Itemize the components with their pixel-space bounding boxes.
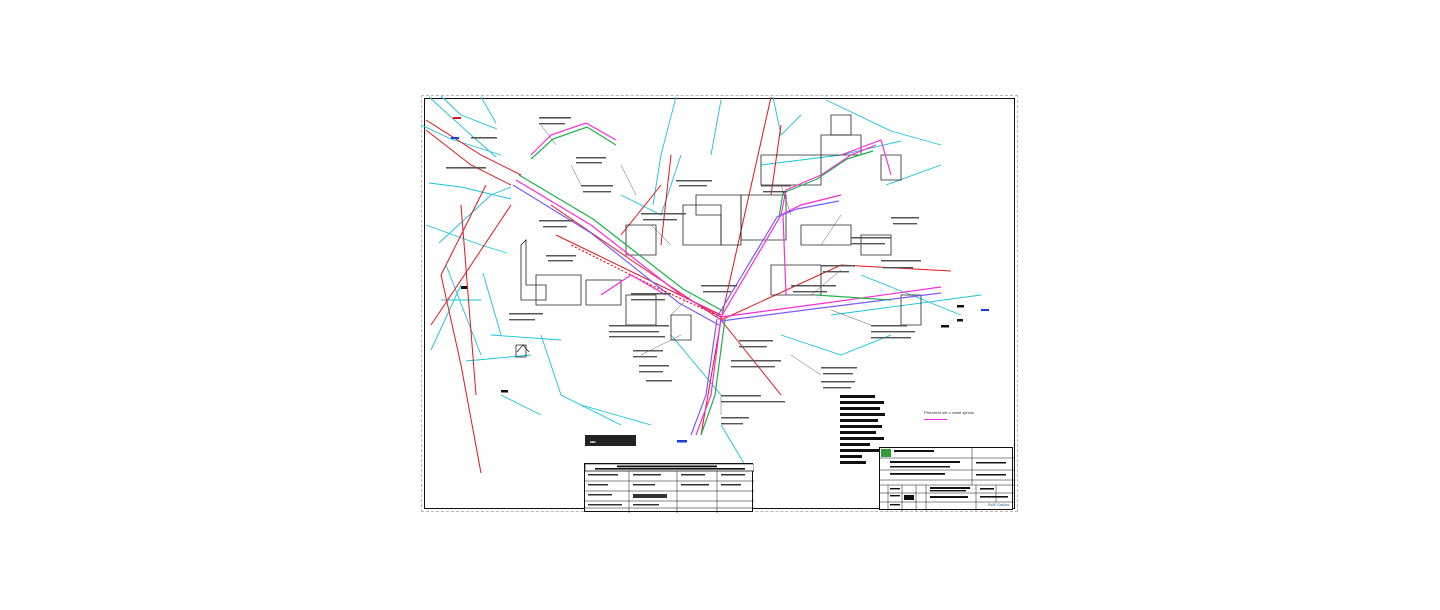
revision-table xyxy=(584,463,755,513)
gas-mains xyxy=(512,122,942,436)
annotation-leaders xyxy=(540,124,872,415)
annotation-labels xyxy=(446,117,921,425)
title-logo-icon xyxy=(881,449,891,457)
road-lines xyxy=(425,96,952,474)
marker-symbols xyxy=(451,117,989,443)
legend-blocks xyxy=(840,395,885,464)
title-block: RWE GasNet xyxy=(879,447,1014,511)
company-logo-text: MBG xyxy=(590,440,596,444)
gas-main-legend-line xyxy=(924,419,947,421)
utility-site-plan xyxy=(421,95,989,476)
footer-logo: RWE GasNet xyxy=(988,503,1009,507)
revision-table-grid xyxy=(584,463,755,513)
north-arrow-icon xyxy=(516,344,530,353)
company-name-bar xyxy=(894,450,934,452)
title-block-grid xyxy=(880,448,1014,511)
legend-note: Přeložení sítí v místě sjezdu xyxy=(924,410,975,415)
title-company xyxy=(894,450,934,455)
company-logo: MBG xyxy=(585,435,636,446)
